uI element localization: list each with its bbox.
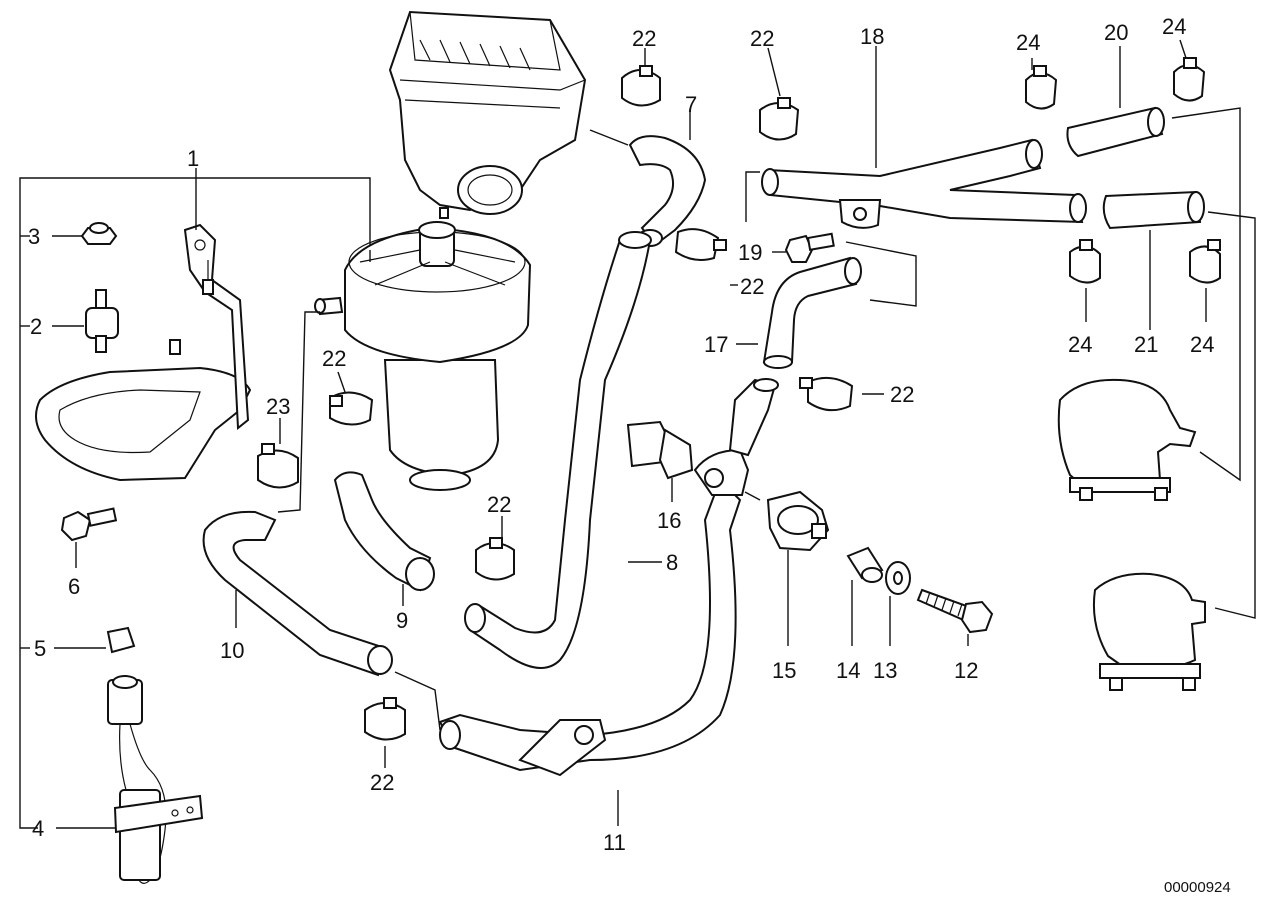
clamp-part [329, 391, 374, 426]
callout-22g: 22 [890, 382, 914, 407]
callout-12: 12 [954, 658, 978, 683]
callout-14: 14 [836, 658, 860, 683]
callout-15: 15 [772, 658, 796, 683]
callout-6: 6 [68, 574, 80, 599]
callout-9: 9 [396, 608, 408, 633]
clamp-part [1025, 65, 1058, 110]
callout-22f: 22 [370, 770, 394, 795]
y-pipe-part [761, 138, 1087, 229]
callout-3: 3 [28, 224, 40, 249]
callout-17: 17 [704, 332, 728, 357]
callout-21: 21 [1134, 332, 1158, 357]
callout-22e: 22 [322, 346, 346, 371]
air-pump-part [314, 221, 532, 491]
nut-part [80, 222, 118, 245]
clamp-part [1189, 239, 1221, 284]
clamp-part [475, 537, 515, 581]
clamp-part [674, 228, 727, 261]
bolt-part [784, 232, 835, 263]
sleeve-part [846, 546, 884, 583]
hose-part [333, 471, 435, 592]
callout-24d: 24 [1190, 332, 1214, 357]
washer-part [885, 561, 911, 595]
hose-part [202, 510, 393, 677]
callout-22c: 22 [740, 274, 764, 299]
callout-5: 5 [34, 636, 46, 661]
drawing-number: 00000924 [1164, 879, 1231, 896]
bracket-heatshield-part [35, 223, 252, 482]
callout-20: 20 [1104, 20, 1128, 45]
callout-22d: 22 [487, 492, 511, 517]
callout-19: 19 [738, 240, 762, 265]
callout-16: 16 [657, 508, 681, 533]
callout-13: 13 [873, 658, 897, 683]
clamp-part [621, 65, 661, 107]
clamp-part [364, 697, 406, 741]
clamp-part [1173, 57, 1206, 102]
left-group-bracket [19, 177, 371, 829]
callout-11: 11 [603, 830, 626, 855]
check-valve-part [1092, 572, 1206, 691]
rubber-mount-part [85, 289, 119, 353]
clamp-part [759, 97, 800, 141]
bolt-part [60, 507, 118, 542]
callout-24a: 24 [1016, 30, 1040, 55]
clamp-part [799, 376, 854, 412]
callout-23: 23 [266, 394, 290, 419]
callout-8: 8 [666, 550, 678, 575]
callout-22b: 22 [750, 26, 774, 51]
clip-part [106, 626, 136, 654]
pipe-part [438, 378, 779, 777]
connector-part [626, 420, 694, 480]
callout-24b: 24 [1162, 14, 1186, 39]
callout-10: 10 [220, 638, 244, 663]
air-filter-housing-part [388, 10, 587, 219]
callout-2: 2 [30, 314, 42, 339]
callout-7: 7 [685, 92, 697, 117]
hose-part [1102, 190, 1205, 230]
screw-part [916, 588, 994, 634]
check-valve-part [1057, 378, 1197, 501]
valve-part [766, 490, 830, 552]
long-hose-part [464, 231, 652, 669]
clamp-part [257, 443, 299, 489]
sensor-cable-part [107, 675, 204, 884]
callout-4: 4 [32, 816, 44, 841]
hose-elbow-part [762, 256, 862, 369]
clamp-part [1069, 239, 1101, 284]
callout-18: 18 [860, 24, 884, 49]
callout-24c: 24 [1068, 332, 1092, 357]
callout-1: 1 [187, 146, 199, 171]
callout-22a: 22 [632, 26, 656, 51]
hose-part [1066, 106, 1165, 158]
